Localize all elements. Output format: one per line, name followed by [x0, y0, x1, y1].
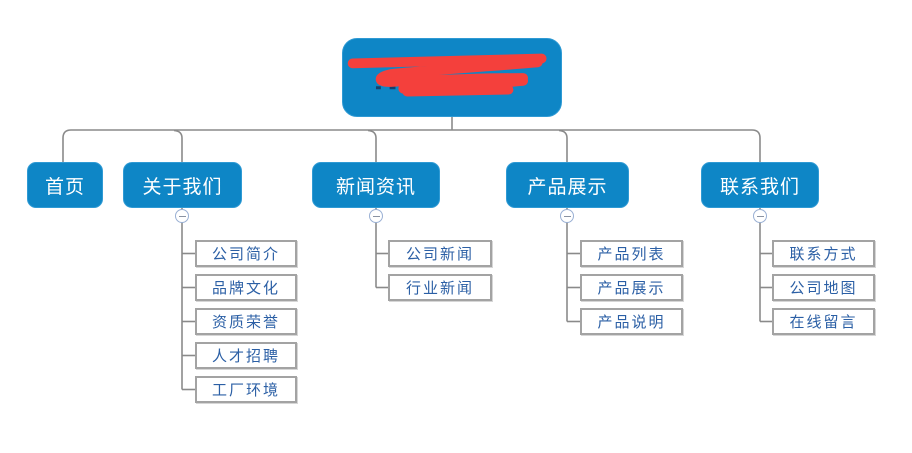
topic-about-label: 关于我们: [142, 176, 223, 198]
subtopic-label: 公司地图: [789, 280, 858, 297]
topic-contact[interactable]: 联系我们: [701, 162, 819, 208]
topic-home[interactable]: 首页: [27, 162, 103, 208]
minus-icon: [563, 215, 571, 217]
subtopic-label: 品牌文化: [211, 280, 280, 297]
collapse-toggle-news[interactable]: [369, 209, 383, 223]
subtopic-label: 产品说明: [597, 314, 666, 331]
subtopic-node[interactable]: 产品列表: [580, 240, 683, 267]
subtopic-node[interactable]: 公司新闻: [388, 240, 492, 267]
topic-home-label: 首页: [44, 176, 85, 198]
collapse-toggle-about[interactable]: [175, 209, 189, 223]
topic-about[interactable]: 关于我们: [123, 162, 242, 208]
subtopic-label: 公司新闻: [405, 246, 474, 263]
subtopic-label: 联系方式: [789, 246, 858, 263]
topic-news[interactable]: 新闻资讯: [312, 162, 440, 208]
topic-news-label: 新闻资讯: [335, 176, 416, 198]
subtopic-label: 在线留言: [789, 314, 858, 331]
subtopic-node[interactable]: 联系方式: [772, 240, 875, 267]
subtopic-node[interactable]: 产品展示: [580, 274, 683, 301]
subtopic-node[interactable]: 品牌文化: [195, 274, 297, 301]
subtopic-node[interactable]: 工厂环境: [195, 376, 297, 403]
subtopic-node[interactable]: 资质荣誉: [195, 308, 297, 335]
topic-products[interactable]: 产品展示: [506, 162, 629, 208]
redaction-scribble-icon: [347, 53, 547, 97]
subtopic-label: 人才招聘: [211, 348, 280, 365]
root-topic-node[interactable]: [342, 38, 562, 117]
subtopic-node[interactable]: 行业新闻: [388, 274, 492, 301]
minus-icon: [372, 215, 380, 217]
subtopic-label: 产品列表: [597, 246, 666, 263]
minus-icon: [756, 215, 764, 217]
collapse-toggle-products[interactable]: [560, 209, 574, 223]
subtopic-node[interactable]: 公司简介: [195, 240, 297, 267]
subtopic-node[interactable]: 产品说明: [580, 308, 683, 335]
subtopic-label: 资质荣誉: [211, 314, 280, 331]
topic-contact-label: 联系我们: [719, 176, 800, 198]
topic-products-label: 产品展示: [527, 176, 608, 198]
subtopic-node[interactable]: 人才招聘: [195, 342, 297, 369]
subtopic-label: 工厂环境: [211, 382, 280, 399]
subtopic-label: 公司简介: [211, 246, 280, 263]
collapse-toggle-contact[interactable]: [753, 209, 767, 223]
subtopic-node[interactable]: 在线留言: [772, 308, 875, 335]
minus-icon: [178, 215, 186, 217]
subtopic-node[interactable]: 公司地图: [772, 274, 875, 301]
subtopic-label: 行业新闻: [405, 280, 474, 297]
subtopic-label: 产品展示: [597, 280, 666, 297]
